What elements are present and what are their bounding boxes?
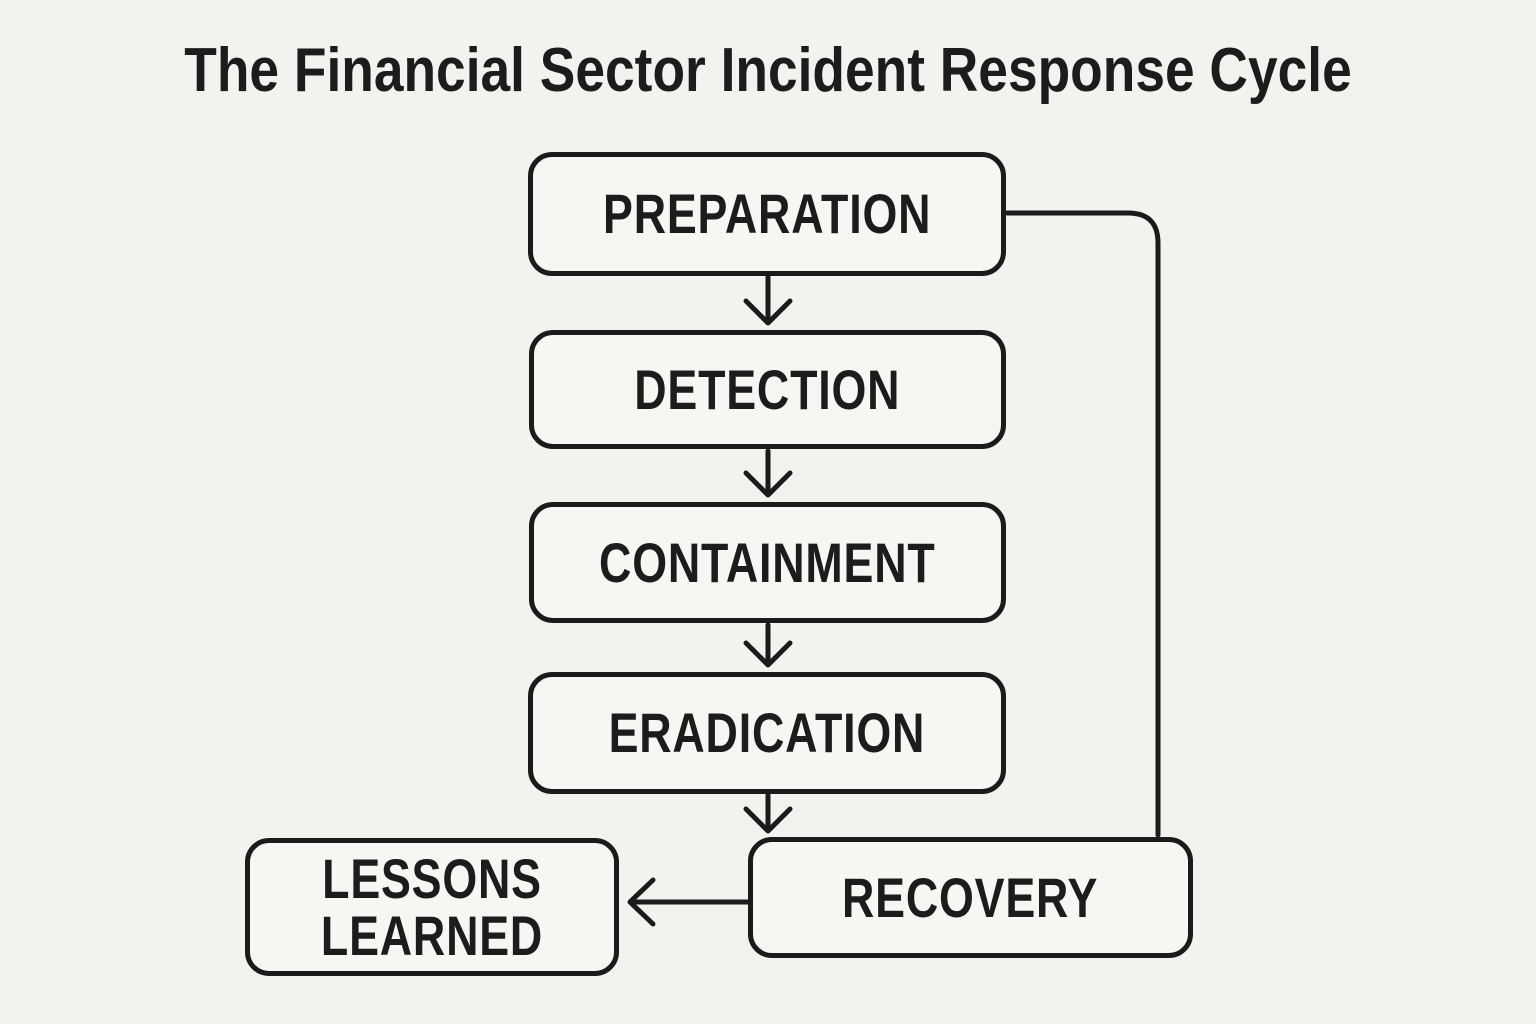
node-containment-label: CONTAINMENT [599,530,936,594]
node-preparation: PREPARATION [528,152,1006,276]
node-preparation-label: PREPARATION [602,182,932,246]
edge-recovery-lessons-learned [627,877,751,927]
node-eradication-label: ERADICATION [608,701,926,765]
node-detection-label: DETECTION [634,357,901,421]
node-lessons-learned-label: LESSONS LEARNED [320,846,544,967]
edge-preparation-recovery-loop [1004,210,1161,838]
edge-containment-eradication [743,622,793,668]
node-recovery-label: RECOVERY [842,865,1099,929]
node-lessons-learned: LESSONS LEARNED [245,838,619,976]
node-recovery: RECOVERY [748,837,1193,958]
edge-detection-containment [743,448,793,498]
node-detection: DETECTION [529,330,1006,449]
diagram-title: The Financial Sector Incident Response C… [184,36,1352,105]
edge-eradication-recovery [743,792,793,834]
node-eradication: ERADICATION [528,672,1006,794]
edge-preparation-detection [743,274,793,326]
node-containment: CONTAINMENT [529,502,1006,623]
